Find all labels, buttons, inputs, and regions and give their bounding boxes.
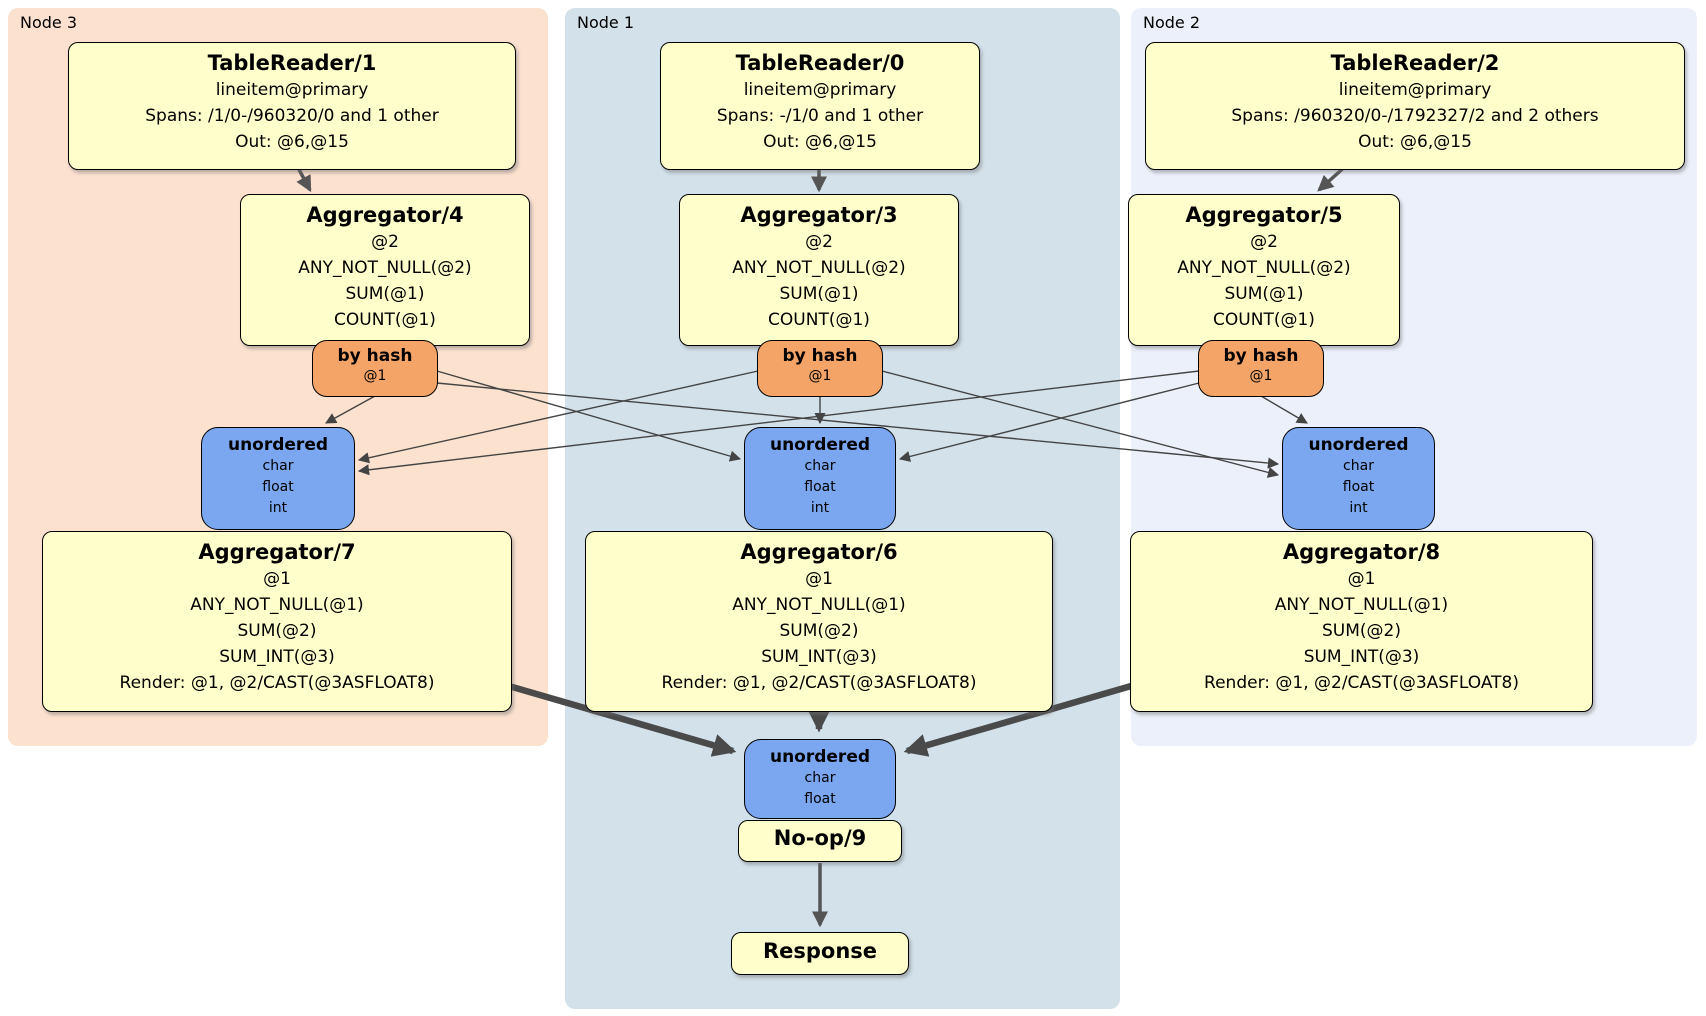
sync-line: float [262,479,294,495]
op-line: lineitem@primary [743,80,897,100]
op-title: TableReader/2 [1330,51,1500,75]
hash-router-node2: by hash @1 [1198,340,1324,397]
sync-line: float [1342,479,1375,495]
sync-line: char [804,458,836,474]
op-line: COUNT(@1) [768,310,870,330]
op-line: COUNT(@1) [334,310,436,330]
op-line: ANY_NOT_NULL(@2) [732,258,906,278]
aggregator-8-box: Aggregator/8 @1 ANY_NOT_NULL(@1) SUM(@2)… [1130,531,1593,712]
op-title: Aggregator/4 [306,203,464,227]
op-line: @2 [805,232,833,252]
op-line: SUM_INT(@3) [219,647,335,667]
aggregator-3-box: Aggregator/3 @2 ANY_NOT_NULL(@2) SUM(@1)… [679,194,959,346]
op-line: SUM(@2) [237,621,317,641]
op-line: lineitem@primary [1338,80,1492,100]
op-line: SUM(@2) [779,621,859,641]
unordered-sync-node3: unordered char float int [201,427,355,530]
aggregator-7-box: Aggregator/7 @1 ANY_NOT_NULL(@1) SUM(@2)… [42,531,512,712]
router-line: @1 [363,368,387,384]
hash-router-node1: by hash @1 [757,340,883,397]
op-line: Render: @1, @2/CAST(@3ASFLOAT8) [119,673,435,693]
response-box: Response [731,932,909,975]
op-line: SUM(@1) [345,284,425,304]
router-to-sync-edges [325,370,1308,478]
tablereader-0-box: TableReader/0 lineitem@primary Spans: -/… [660,42,980,170]
sync-line: float [804,791,836,807]
op-line: @1 [805,569,833,589]
noop-9-box: No-op/9 [738,820,902,862]
op-line: SUM_INT(@3) [761,647,877,667]
sync-line: char [804,770,836,786]
op-title: Aggregator/3 [740,203,898,227]
op-title: TableReader/1 [207,51,377,75]
op-line: Out: @6,@15 [1358,132,1472,152]
hash-router-node3: by hash @1 [312,340,438,397]
tablereader-1-box: TableReader/1 lineitem@primary Spans: /1… [68,42,516,170]
aggregator-4-box: Aggregator/4 @2 ANY_NOT_NULL(@2) SUM(@1)… [240,194,530,346]
op-line: @2 [1250,232,1278,252]
router-title: by hash [337,346,413,366]
sync-line: float [804,479,836,495]
unordered-sync-node2: unordered char float int [1282,427,1435,530]
op-line: ANY_NOT_NULL(@2) [298,258,472,278]
op-line: SUM_INT(@3) [1303,647,1420,667]
op-line: Spans: -/1/0 and 1 other [716,106,924,126]
sync-title: unordered [769,747,871,767]
sync-line: int [1349,500,1368,516]
router-title: by hash [782,346,858,366]
op-line: Out: @6,@15 [763,132,877,152]
op-line: SUM(@1) [779,284,859,304]
op-line: SUM(@2) [1322,621,1401,641]
aggregator-6-box: Aggregator/6 @1 ANY_NOT_NULL(@1) SUM(@2)… [585,531,1053,712]
op-line: @2 [371,232,399,252]
tablereader-2-box: TableReader/2 lineitem@primary Spans: /9… [1145,42,1685,170]
op-title: Response [762,939,878,963]
op-line: Spans: /1/0-/960320/0 and 1 other [145,106,439,126]
op-line: Spans: /960320/0-/1792327/2 and 2 others [1231,106,1599,126]
node2-region-label: Node 2 [1143,13,1201,32]
op-line: Render: @1, @2/CAST(@3ASFLOAT8) [661,673,977,693]
op-line: ANY_NOT_NULL(@1) [732,595,906,615]
op-title: Aggregator/7 [198,540,356,564]
op-line: lineitem@primary [215,80,369,100]
op-line: Render: @1, @2/CAST(@3ASFLOAT8) [1204,673,1519,693]
aggregator-to-final-sync-arrows [477,673,1163,757]
op-title: Aggregator/8 [1282,540,1441,564]
op-line: ANY_NOT_NULL(@1) [1274,595,1449,615]
op-line: @1 [263,569,291,589]
sync-line: int [268,500,288,516]
op-line: ANY_NOT_NULL(@1) [190,595,364,615]
sync-title: unordered [227,435,329,455]
sync-line: char [262,458,294,474]
op-line: @1 [1347,569,1376,589]
op-title: Aggregator/5 [1185,203,1343,227]
node3-region-label: Node 3 [20,13,78,32]
op-line: Out: @6,@15 [235,132,349,152]
unordered-sync-final: unordered char float [744,739,896,819]
op-line: COUNT(@1) [1213,310,1315,330]
op-title: Aggregator/6 [740,540,898,564]
op-line: ANY_NOT_NULL(@2) [1177,258,1351,278]
op-line: SUM(@1) [1224,284,1304,304]
router-title: by hash [1223,346,1299,366]
router-line: @1 [808,368,832,384]
sync-line: int [810,500,830,516]
aggregator-5-box: Aggregator/5 @2 ANY_NOT_NULL(@2) SUM(@1)… [1128,194,1400,346]
node1-region-label: Node 1 [577,13,635,32]
router-line: @1 [1249,368,1273,384]
sync-title: unordered [769,435,871,455]
sync-title: unordered [1308,435,1409,455]
op-title: No-op/9 [773,826,867,850]
op-title: TableReader/0 [735,51,905,75]
sync-line: char [1343,458,1374,474]
unordered-sync-node1: unordered char float int [744,427,896,530]
